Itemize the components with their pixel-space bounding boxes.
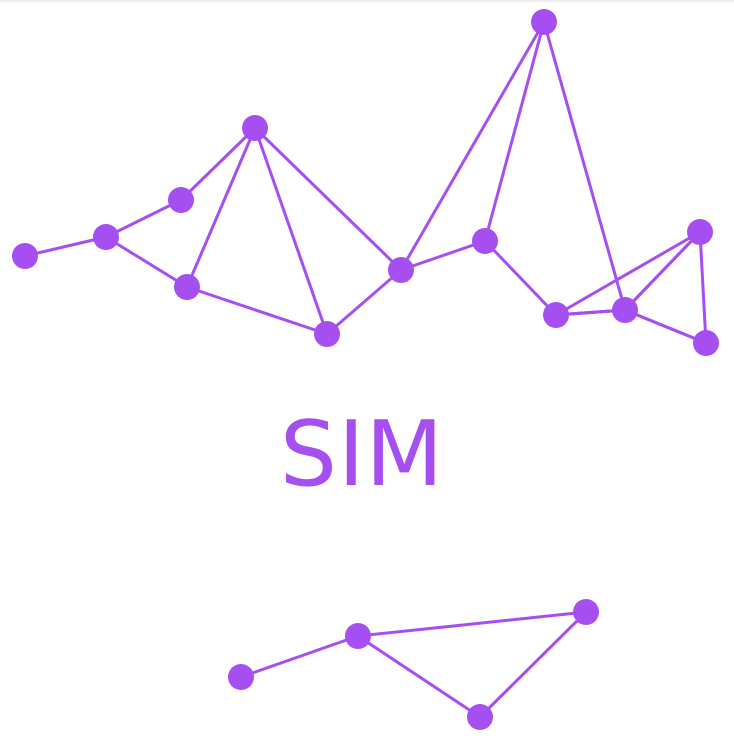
network-node <box>472 228 498 254</box>
top-divider <box>0 0 734 2</box>
network-edge <box>555 230 701 317</box>
network-node <box>12 243 38 269</box>
network-nodes <box>12 9 719 730</box>
network-node <box>573 599 599 625</box>
network-edge <box>478 610 588 719</box>
network-node <box>543 302 569 328</box>
network-edge <box>698 231 708 344</box>
network-edge <box>399 21 546 271</box>
network-edge <box>357 610 587 638</box>
network-node <box>687 219 713 245</box>
network-edge <box>400 239 486 272</box>
network-edge <box>357 634 481 719</box>
network-node <box>388 257 414 283</box>
network-edge <box>483 239 558 317</box>
network-node <box>531 9 557 35</box>
network-node <box>612 297 638 323</box>
network-node <box>345 623 371 649</box>
network-edge <box>185 127 257 288</box>
network-edge <box>253 127 329 335</box>
network-node <box>693 330 719 356</box>
network-edge <box>624 308 707 345</box>
network-edge <box>105 198 182 239</box>
network-edges <box>24 21 708 719</box>
network-node <box>228 664 254 690</box>
network-edge <box>186 285 328 336</box>
network-edge <box>179 126 257 202</box>
network-edge <box>623 230 702 312</box>
network-node <box>93 224 119 250</box>
network-edge <box>483 21 546 242</box>
logo-wordmark: SIM <box>279 402 445 507</box>
network-edge <box>24 235 107 258</box>
network-node <box>467 704 493 730</box>
network-edge <box>240 634 359 679</box>
network-node <box>168 187 194 213</box>
network-edge <box>253 126 403 272</box>
network-edge <box>105 235 188 289</box>
network-node <box>242 115 268 141</box>
network-edge <box>542 21 627 311</box>
network-node <box>174 274 200 300</box>
network-node <box>314 321 340 347</box>
network-edge <box>326 268 402 336</box>
